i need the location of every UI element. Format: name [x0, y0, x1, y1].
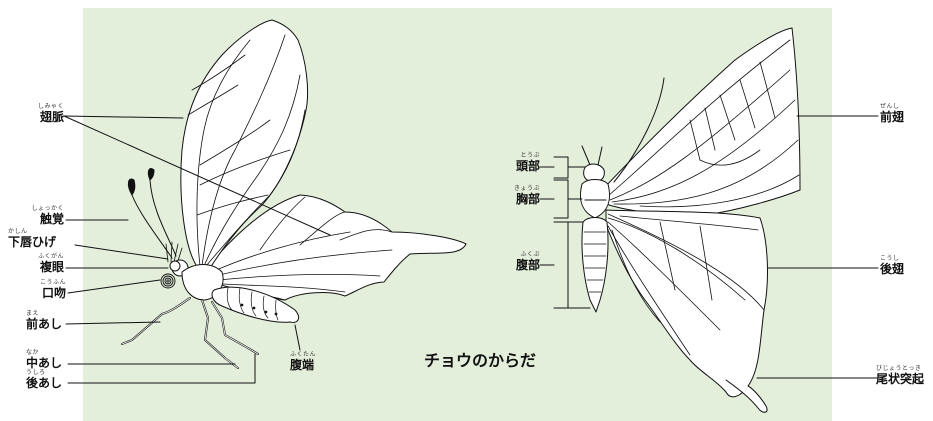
label-head: とうぶ 頭部	[500, 153, 540, 172]
label-foreleg-text: 前あし	[26, 318, 62, 330]
side-antenna-1	[132, 195, 172, 258]
label-proboscis-text: 口吻	[24, 287, 66, 299]
label-thorax-text: 胸部	[500, 193, 540, 205]
label-midleg-text: 中あし	[26, 357, 62, 369]
label-abdomen-text: 腹部	[500, 259, 540, 271]
label-hindwing-text: 後翅	[880, 263, 904, 275]
top-antenna-right	[598, 147, 602, 165]
label-compound-eye-text: 複眼	[24, 261, 64, 273]
top-view-butterfly	[581, 28, 800, 412]
label-tail-text: 尾状突起	[876, 373, 924, 385]
label-forewing-text: 前翅	[880, 111, 904, 123]
label-wing-vein-text: 翅脈	[24, 111, 64, 123]
label-abdomen-tip: ふくたん 腹端	[290, 352, 316, 371]
side-view-butterfly	[122, 20, 466, 368]
side-proboscis	[161, 274, 175, 288]
label-hindwing: こうし 後翅	[880, 256, 904, 275]
label-midleg: なか 中あし	[26, 350, 62, 369]
diagram-title: チョウのからだ	[424, 347, 536, 371]
label-thorax: きょうぶ 胸部	[500, 186, 540, 205]
label-forewing: ぜんし 前翅	[880, 104, 904, 123]
label-hindleg: うしろ 後あし	[26, 370, 62, 389]
side-antenna-club-2	[148, 168, 154, 180]
top-antenna-left	[582, 146, 590, 165]
label-tail: びじょうとっき 尾状突起	[876, 366, 924, 385]
label-labial-palp-text: 下唇ひげ	[8, 236, 56, 248]
top-thorax	[581, 180, 610, 219]
side-compound-eye	[170, 261, 180, 271]
label-abdomen: ふくぶ 腹部	[500, 252, 540, 271]
label-head-text: 頭部	[500, 160, 540, 172]
label-antenna-text: 触覚	[24, 213, 64, 225]
label-antenna: しょっかく 触覚	[24, 206, 64, 225]
label-abdomen-tip-text: 腹端	[290, 359, 316, 371]
label-wing-vein: しみゃく 翅脈	[24, 104, 64, 123]
label-foreleg: まえ 前あし	[26, 311, 62, 330]
side-foreleg-inner	[122, 298, 190, 344]
label-hindleg-text: 後あし	[26, 377, 62, 389]
label-proboscis: こうふん 口吻	[24, 280, 66, 299]
top-hindwing	[606, 210, 767, 397]
label-labial-palp: かしん 下唇ひげ	[8, 229, 56, 248]
side-antenna-club-1	[128, 179, 134, 195]
label-compound-eye: ふくがん 複眼	[24, 254, 64, 273]
